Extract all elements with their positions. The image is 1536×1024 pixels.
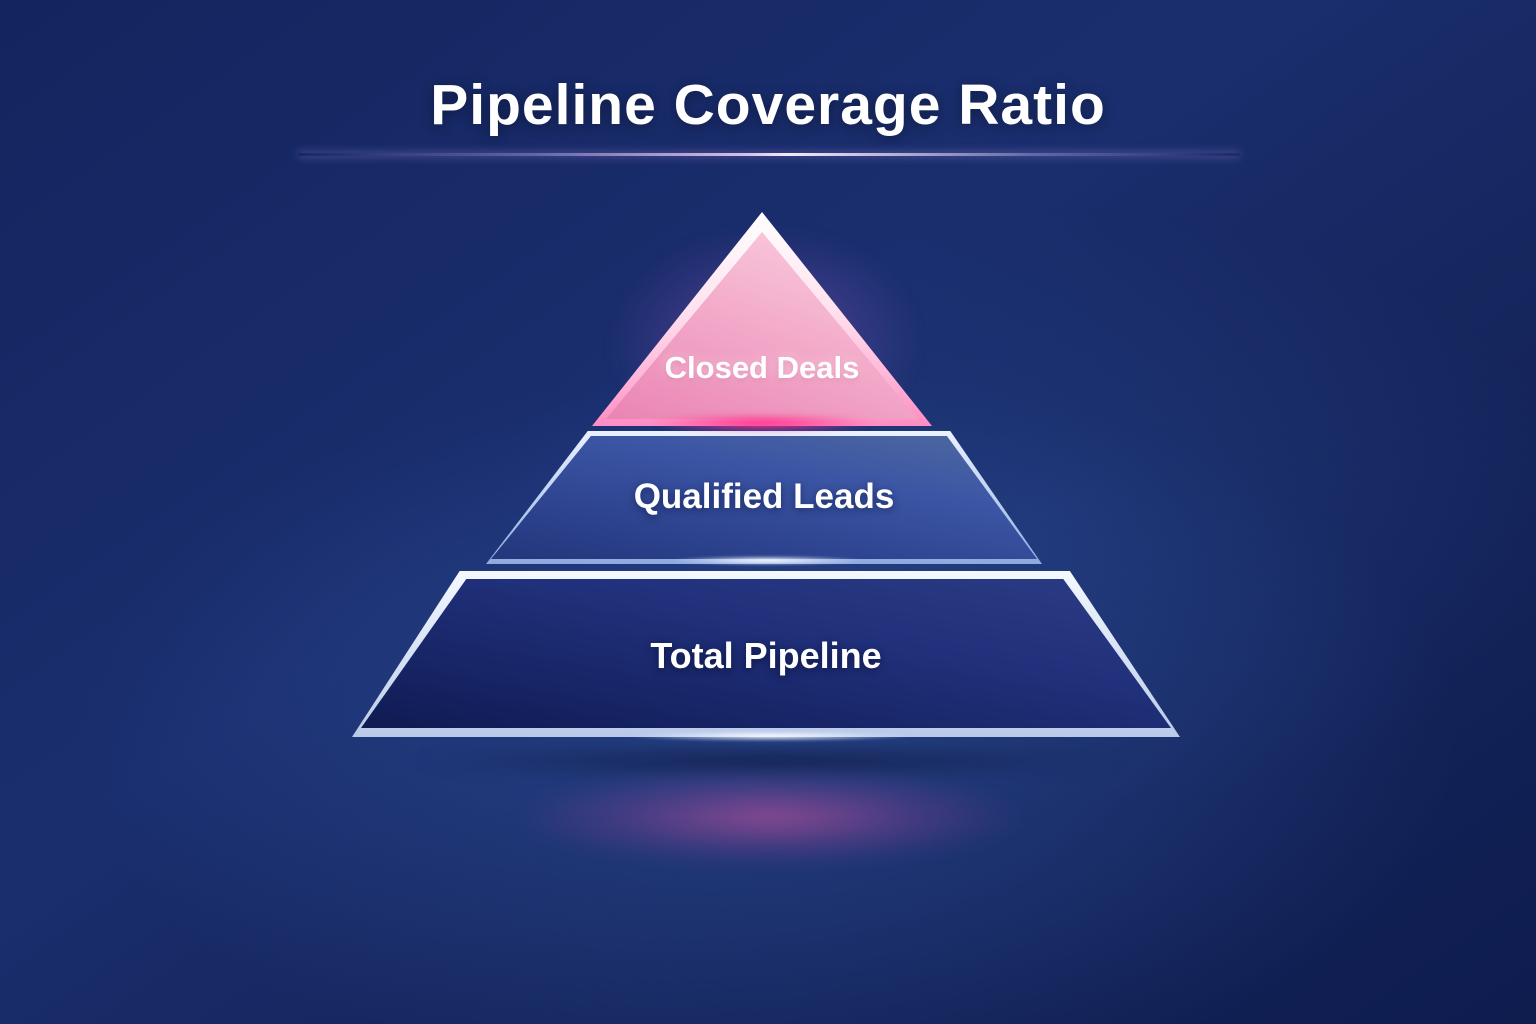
tier-label-closed-deals: Closed Deals: [664, 350, 860, 385]
pyramid-tier-qualified-leads: Qualified Leads: [486, 431, 1042, 564]
tier-face: [361, 579, 1171, 728]
pyramid-tier-closed-deals: Closed Deals: [592, 212, 932, 426]
pyramid-tier-total-pipeline: Total Pipeline: [352, 571, 1180, 737]
ground-pink-glow: [430, 752, 1110, 882]
tier-label-total-pipeline: Total Pipeline: [650, 635, 882, 676]
tier-label-qualified-leads: Qualified Leads: [633, 477, 895, 516]
ground-shadow: [320, 740, 1220, 782]
tier-face: [491, 436, 1037, 559]
page-title: Pipeline Coverage Ratio: [430, 73, 1106, 137]
title-divider: [298, 153, 1240, 156]
tier-face: [606, 232, 918, 419]
